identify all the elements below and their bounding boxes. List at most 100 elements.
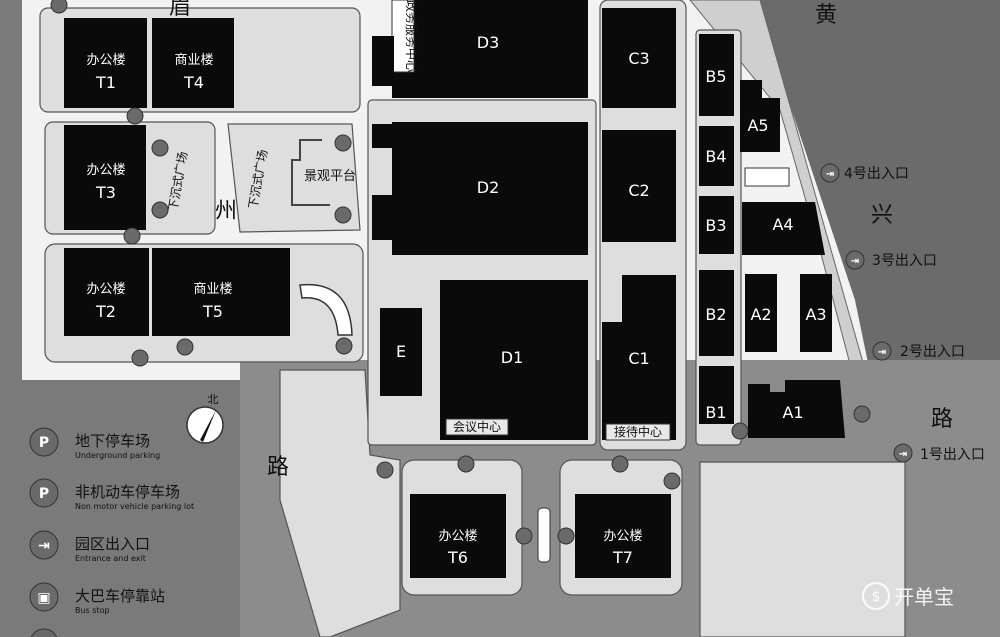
entrance-icon-plaza-top[interactable] (334, 134, 352, 152)
building-t6[interactable] (410, 494, 506, 578)
building-b2[interactable] (699, 270, 734, 356)
legend-bus-icon (29, 582, 59, 612)
building-a2[interactable] (745, 274, 777, 352)
building-d1[interactable] (440, 280, 588, 440)
a2-label: A2 (750, 305, 771, 324)
legend-bike-icon (29, 478, 59, 508)
parking-icon-b1[interactable] (731, 422, 749, 440)
building-d3[interactable] (392, 0, 588, 98)
entrance-icon-t5[interactable] (176, 338, 194, 356)
entrance-icon-t1[interactable] (126, 107, 144, 125)
conference-center-label: 会议中心 (453, 419, 501, 434)
exit-3-icon[interactable] (845, 250, 865, 270)
t4-name: 商业楼 (174, 53, 213, 68)
t2-name: 办公楼 (86, 282, 125, 297)
building-a1[interactable] (748, 380, 845, 438)
t6-code: T6 (447, 548, 468, 567)
legend-parking-zh: 地下停车场 (75, 432, 150, 450)
legend-parking-en: Underground parking (75, 451, 160, 460)
d3-wing (372, 36, 394, 86)
building-t7[interactable] (575, 494, 671, 578)
compass-label: 北 (208, 393, 219, 406)
svg-text:P: P (39, 435, 49, 451)
building-t4[interactable] (152, 18, 234, 108)
t3-code: T3 (95, 183, 116, 202)
bottom-right-lot (699, 461, 906, 637)
c3-label: C3 (628, 49, 649, 68)
bus-stop-icon-t6[interactable] (457, 455, 475, 473)
building-a4[interactable] (742, 202, 825, 255)
reception-tag (605, 423, 671, 441)
svg-text:⇥: ⇥ (878, 347, 886, 358)
entrance-icon-plaza-bottom[interactable] (334, 206, 352, 224)
road-label-top: 眉 (169, 0, 191, 20)
b4-label: B4 (705, 147, 726, 166)
a4-label: A4 (772, 215, 793, 234)
building-a3[interactable] (800, 274, 832, 352)
t4-code: T4 (183, 73, 204, 92)
building-b5[interactable] (699, 34, 734, 116)
bus-stop-icon-t7[interactable] (611, 455, 629, 473)
building-d2[interactable] (392, 122, 588, 255)
building-b1[interactable] (699, 366, 734, 424)
svg-text:⇥: ⇥ (38, 538, 50, 554)
building-e[interactable] (380, 308, 422, 396)
compass-needle-icon (200, 410, 216, 442)
t2-code: T2 (95, 302, 116, 321)
parking-icon-a1[interactable] (853, 405, 871, 423)
legend-entrance-zh: 园区出入口 (75, 535, 150, 553)
watermark: $ 开单宝 (862, 582, 954, 610)
building-t5[interactable] (152, 248, 290, 336)
legend-entrance-en: Entrance and exit (75, 554, 146, 563)
watermark-brand: 开单宝 (894, 585, 954, 609)
building-t3[interactable] (64, 125, 146, 230)
reception-center-label: 接待中心 (614, 424, 662, 439)
building-b3[interactable] (699, 196, 734, 254)
exit-1-label: 1号出入口 (920, 447, 985, 463)
svg-text:P: P (39, 486, 49, 502)
parking-icon-t7[interactable] (663, 472, 681, 490)
legend-partial-icon (30, 628, 58, 637)
entrance-icon-t3-top[interactable] (151, 139, 169, 157)
entrance-icon-t3-bottom[interactable] (151, 201, 169, 219)
building-b4[interactable] (699, 126, 734, 186)
t7-code: T7 (612, 548, 633, 567)
t6-name: 办公楼 (438, 529, 477, 544)
service-center-label: 政务服务中心 (404, 0, 419, 72)
t1-code: T1 (95, 73, 116, 92)
a3-label: A3 (805, 305, 826, 324)
c1-label: C1 (628, 349, 649, 368)
plaza-stairs (291, 139, 330, 206)
building-c1[interactable] (602, 275, 676, 440)
d2-wing-2 (372, 195, 394, 240)
building-t1[interactable] (64, 18, 147, 108)
pedestrian-bridge (537, 507, 551, 563)
legend: P 地下停车场 Underground parking P 非机动车停车场 No… (29, 427, 194, 637)
parking-icon-ramp[interactable] (335, 337, 353, 355)
legend-parking-icon (29, 427, 59, 457)
building-c3[interactable] (602, 8, 676, 108)
exit-2-icon[interactable] (872, 341, 892, 361)
building-t2[interactable] (64, 248, 149, 336)
landscape-platform-label: 景观平台 (304, 169, 356, 184)
building-a5[interactable] (740, 80, 780, 152)
legend-bus-zh: 大巴车停靠站 (75, 587, 165, 605)
entrance-icon-t3-south[interactable] (123, 227, 141, 245)
c2-label: C2 (628, 181, 649, 200)
watermark-logo-icon (862, 582, 890, 610)
exit-4-icon[interactable] (820, 163, 840, 183)
parking-icon-bottom-left[interactable] (376, 461, 394, 479)
parking-icon-t2[interactable] (131, 349, 149, 367)
building-c2[interactable] (602, 130, 676, 242)
b3-label: B3 (705, 216, 726, 235)
svg-text:⇥: ⇥ (826, 169, 834, 180)
entrance-icon-t7[interactable] (557, 527, 575, 545)
road-label-huang: 黄 (815, 3, 837, 28)
parking-icon-top-left[interactable] (50, 0, 68, 14)
t1-name: 办公楼 (86, 53, 125, 68)
entrance-icon-t6[interactable] (515, 527, 533, 545)
svg-text:⇥: ⇥ (899, 449, 907, 460)
exit-1-icon[interactable] (893, 443, 913, 463)
curved-ramp (299, 283, 353, 336)
